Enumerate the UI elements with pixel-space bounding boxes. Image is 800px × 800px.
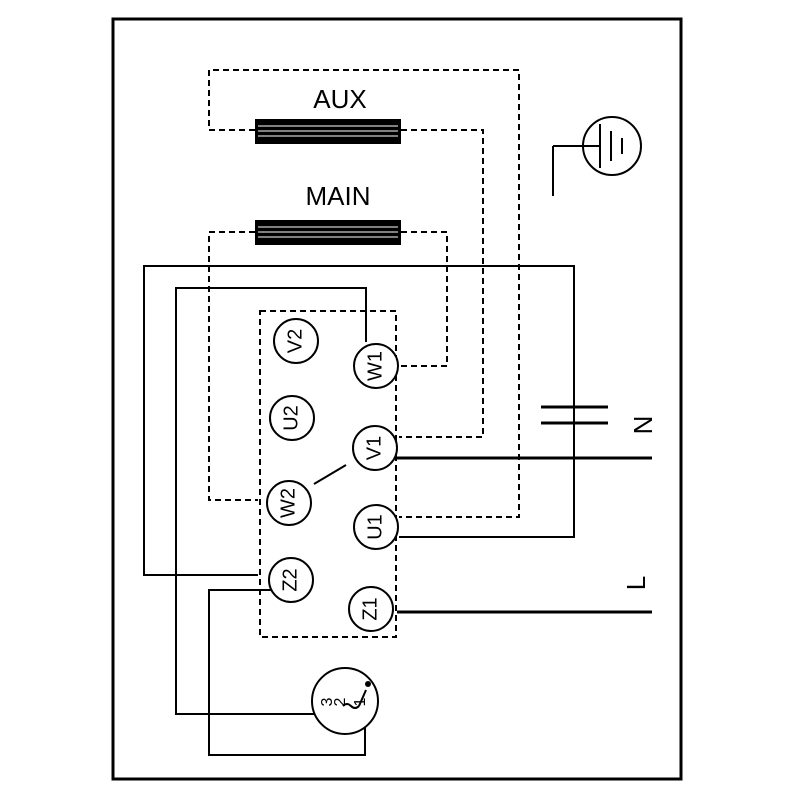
terminal-v2-label: V2: [284, 329, 306, 353]
terminal-u1: U1: [353, 504, 399, 550]
main-wire-to-w2: [208, 231, 258, 501]
wire-w1-to-switch-3: [175, 287, 367, 715]
terminal-z2-label: Z2: [279, 568, 301, 591]
aux-coil: [255, 119, 401, 144]
terminal-v1-label: V1: [363, 436, 385, 460]
aux-wire-to-u1: [208, 69, 520, 518]
terminal-w2: W2: [266, 480, 312, 526]
capacitor: [541, 405, 608, 425]
wire-z2-to-switch-1: [208, 589, 366, 756]
thermal-switch: 1 2 3: [311, 667, 379, 735]
terminal-v1: V1: [352, 425, 398, 471]
terminal-w1: W1: [353, 343, 399, 389]
thermal-terminal-3: 3: [319, 697, 336, 706]
live-label: L: [621, 576, 651, 590]
aux-coil-label: AUX: [313, 84, 366, 114]
wire-z2-to-u1: [143, 265, 575, 576]
main-coil: [255, 220, 401, 245]
main-coil-label: MAIN: [306, 181, 371, 211]
terminal-z1-label: Z1: [359, 597, 381, 620]
terminal-block-outline: [259, 310, 397, 638]
neutral-label: N: [628, 416, 658, 435]
terminal-v2: V2: [273, 318, 319, 364]
terminal-u1-label: U1: [364, 514, 386, 540]
terminal-u2: U2: [269, 395, 315, 441]
aux-wire-to-v1: [399, 129, 484, 438]
terminal-u2-label: U2: [280, 405, 302, 431]
ground-icon: [552, 116, 642, 196]
terminal-z1: Z1: [348, 586, 394, 632]
terminal-w1-label: W1: [364, 351, 386, 381]
main-wire-to-w1: [399, 231, 448, 367]
thermal-terminal-2: 2: [332, 697, 349, 706]
terminal-z2: Z2: [268, 557, 314, 603]
enclosure-frame: [111, 17, 683, 781]
thermal-terminal-1: 1: [352, 697, 369, 706]
terminal-w2-label: W2: [277, 488, 299, 518]
link-w2-v1: [313, 464, 347, 485]
